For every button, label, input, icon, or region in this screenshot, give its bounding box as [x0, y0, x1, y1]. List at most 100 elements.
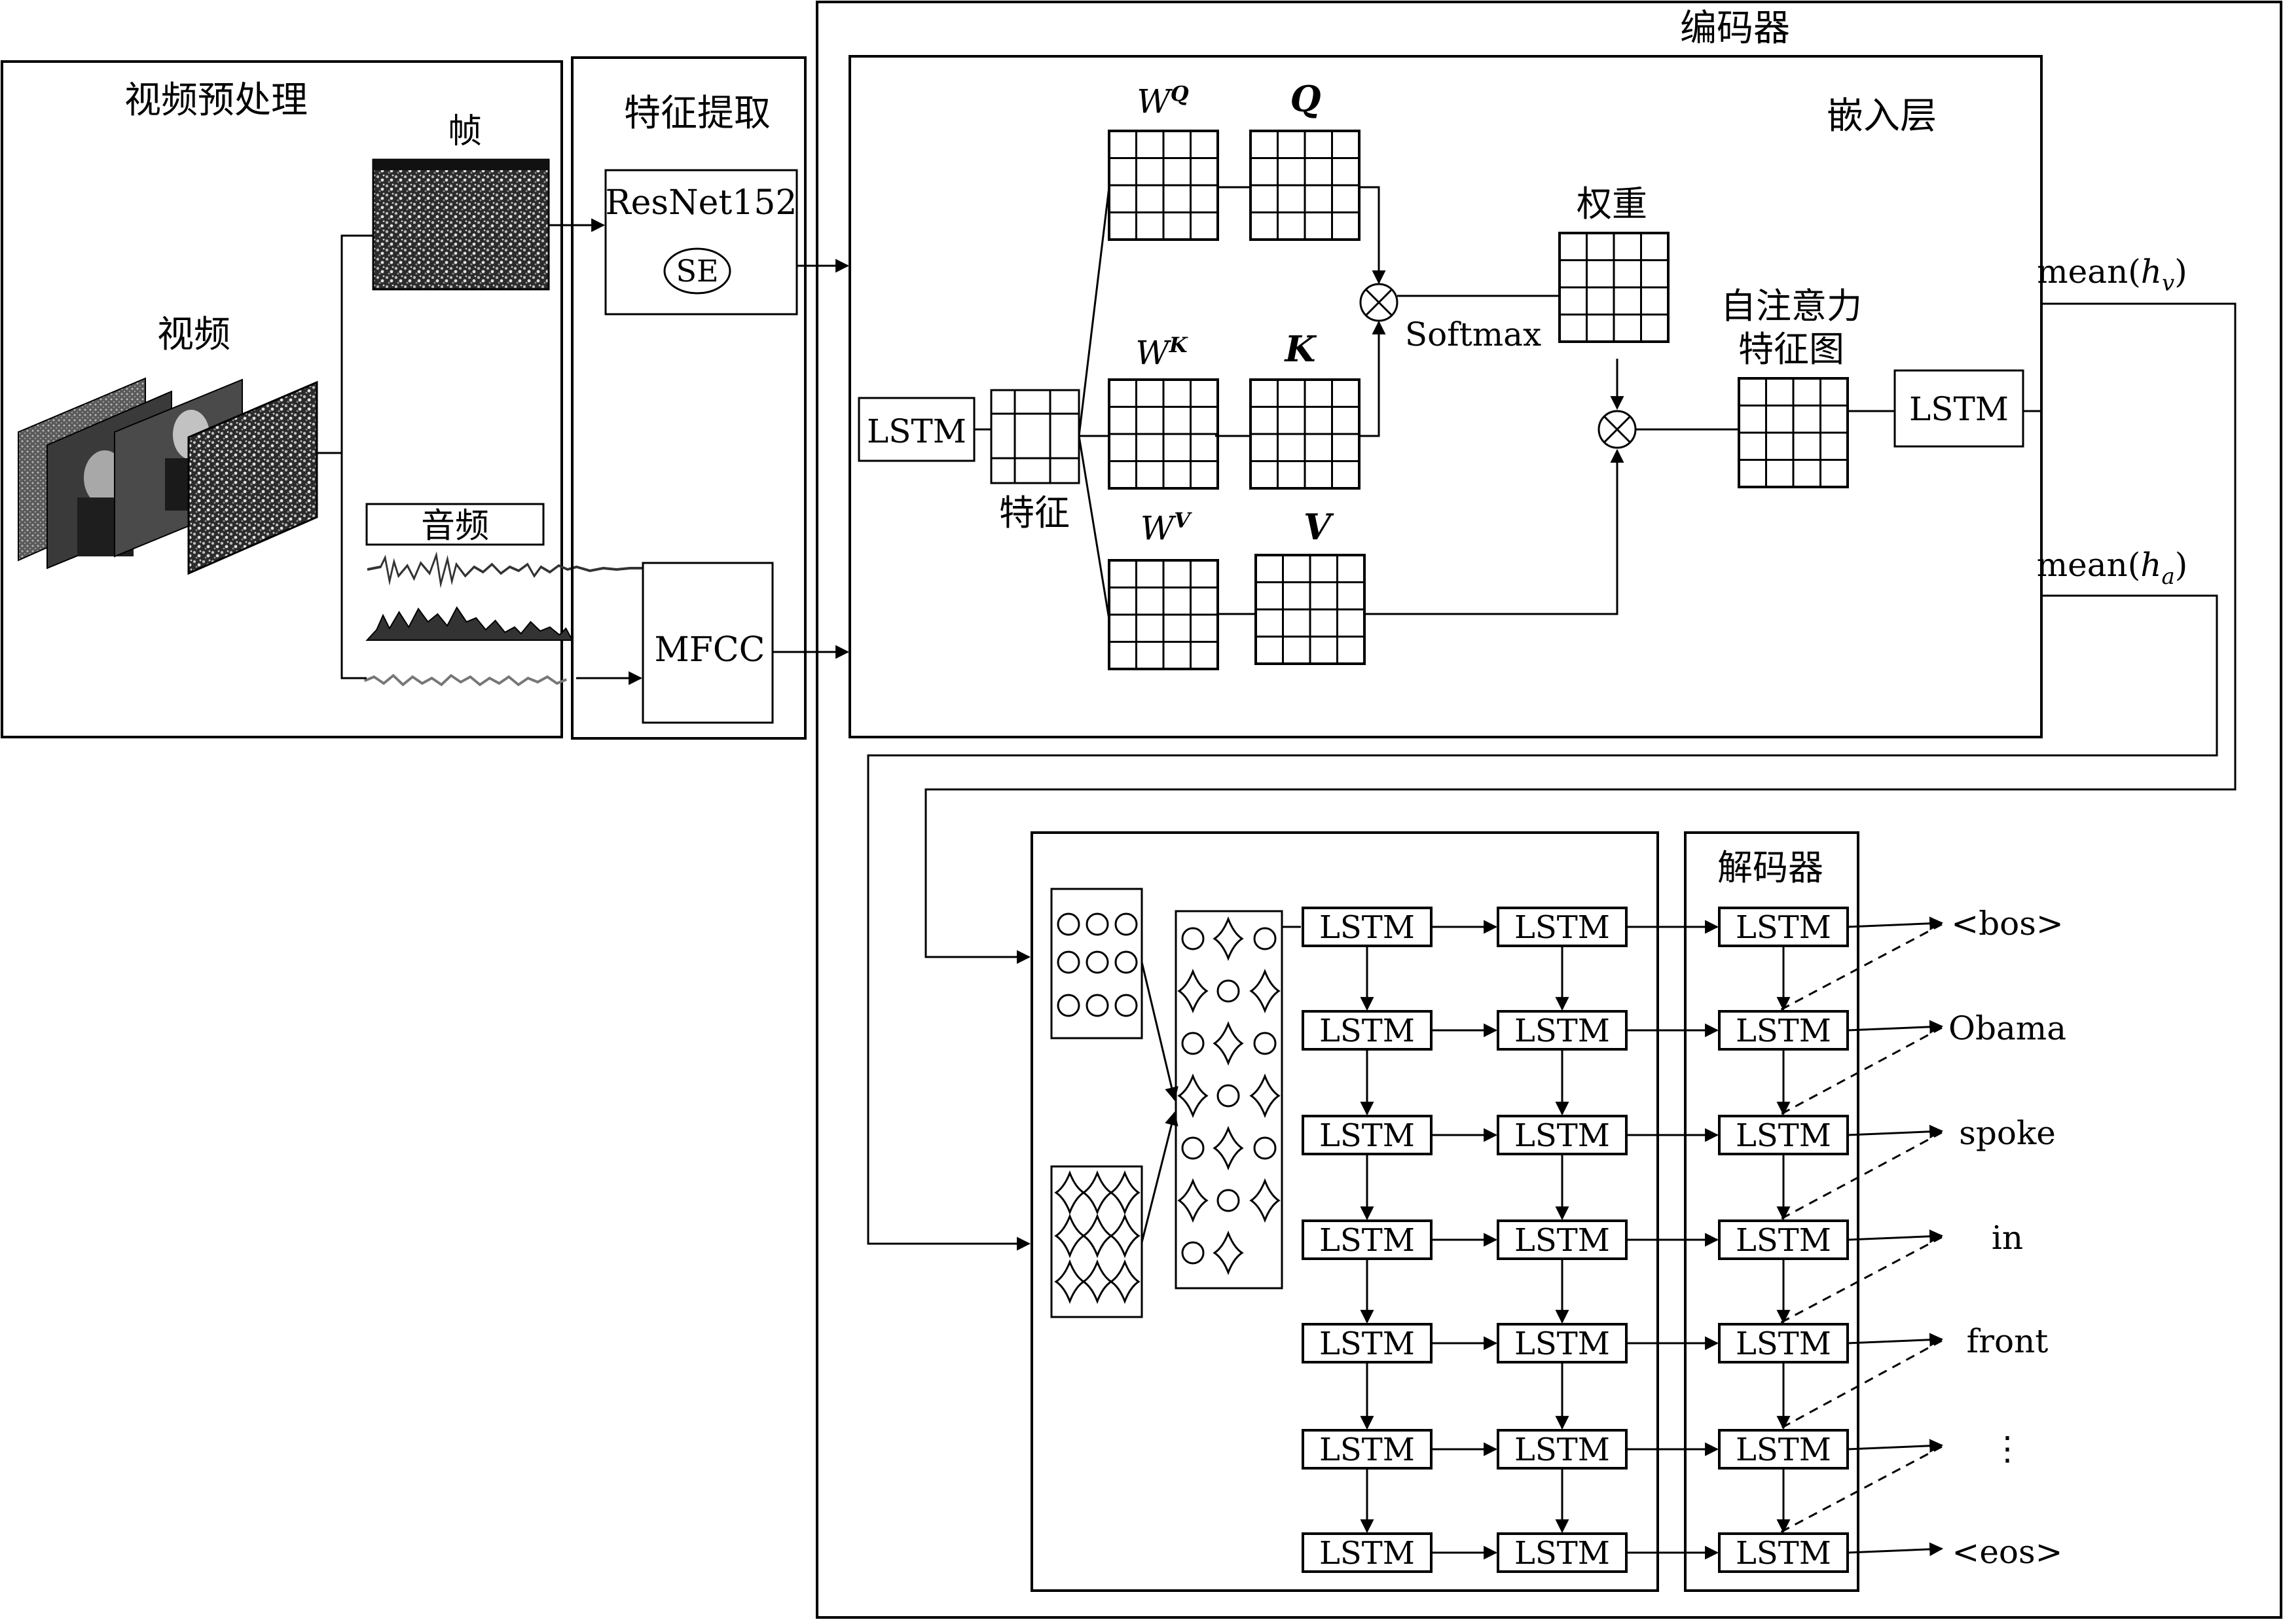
- star-shape: [1082, 1170, 1113, 1216]
- lstm-cell: LSTM: [1497, 1115, 1628, 1155]
- lstm-cell: LSTM: [1497, 1532, 1628, 1573]
- softmax-label: Softmax: [1405, 316, 1541, 353]
- star-shape: [1213, 1125, 1244, 1171]
- output-word: <eos>: [1952, 1533, 2062, 1571]
- feature-extraction-panel: 特征提取 ResNet152 SE MFCC: [549, 56, 807, 740]
- star-shape: [1082, 1259, 1113, 1305]
- embedding-layer-frame: [849, 55, 2043, 738]
- v-label: V: [1304, 506, 1334, 548]
- audio-feature-block: [1050, 1165, 1143, 1318]
- lstm-cell-label: LSTM: [1319, 1117, 1415, 1154]
- star-shape: [1109, 1259, 1141, 1305]
- circle-shape: [1086, 994, 1109, 1017]
- lstm-cell: LSTM: [1302, 907, 1433, 947]
- star-shape: [1177, 1178, 1209, 1223]
- feedback-dashed-line: [1749, 1026, 1943, 1132]
- attention-map-matrix: [1738, 377, 1849, 488]
- lstm-cell: LSTM: [1718, 1010, 1849, 1051]
- grids-layer: [1108, 130, 1849, 670]
- lstm-cell-label: LSTM: [1736, 1117, 1831, 1154]
- k-matrix: [1249, 378, 1361, 490]
- star-shape: [1082, 1213, 1113, 1259]
- output-word: <bos>: [1951, 905, 2064, 943]
- audio-to-fused-arrow: [1141, 1111, 1178, 1243]
- video-branch-line: [317, 234, 373, 679]
- lstm-cell-label: LSTM: [1736, 1013, 1831, 1049]
- decoder-out-arrow: [1847, 916, 1944, 931]
- lstm-cell-label: LSTM: [1514, 909, 1610, 946]
- output-word: spoke: [1959, 1114, 2056, 1152]
- circle-shape: [1253, 927, 1277, 950]
- resnet-label: ResNet152: [605, 183, 797, 223]
- audio-waveform: [367, 551, 653, 588]
- lstm-cell-label: LSTM: [1319, 1432, 1415, 1468]
- lstm-cell: LSTM: [1497, 907, 1628, 947]
- video-stack-image: [18, 377, 318, 575]
- lstm-cell-label: LSTM: [1514, 1117, 1610, 1154]
- q-matrix: [1249, 130, 1361, 241]
- v-matrix: [1254, 554, 1366, 665]
- k-to-multiply-arrow: [1359, 320, 1386, 437]
- qk-multiply-icon: [1359, 283, 1398, 322]
- weight-label: 权重: [1577, 183, 1647, 225]
- lstm-cell: LSTM: [1718, 1323, 1849, 1363]
- visual-to-fused-arrow: [1141, 962, 1178, 1102]
- lstm-cell-label: LSTM: [1514, 1432, 1610, 1468]
- mfcc-label: MFCC: [655, 630, 765, 670]
- star-shape: [1213, 1020, 1244, 1066]
- circle-shape: [1057, 912, 1080, 936]
- mean-hv-route: [924, 302, 2237, 964]
- k-label: K: [1284, 328, 1317, 370]
- weight-matrix: [1558, 232, 1670, 343]
- circle-shape: [1181, 1241, 1205, 1265]
- circle-shape: [1086, 950, 1109, 974]
- lstm-cell-label: LSTM: [1319, 1326, 1415, 1362]
- feature-shapes: [1054, 912, 1281, 1305]
- lstm-cell: LSTM: [1497, 1219, 1628, 1260]
- lstm-cell: LSTM: [1302, 1323, 1433, 1363]
- decoder-title: 解码器: [1717, 847, 1823, 888]
- lstm-cell: LSTM: [1497, 1429, 1628, 1470]
- feature-matrix: [990, 389, 1080, 484]
- circle-shape: [1114, 912, 1138, 936]
- feature-extraction-frame: [571, 56, 807, 740]
- output-word: in: [1992, 1219, 2023, 1257]
- circle-shape: [1057, 994, 1080, 1017]
- audio-label-box: [365, 503, 545, 546]
- lstm-cell-label: LSTM: [1319, 1535, 1415, 1572]
- encoder-outer-frame: [816, 1, 2282, 1619]
- mean-ha-route: [867, 594, 2218, 1251]
- audio-noise-line: [363, 674, 568, 687]
- star-shape: [1109, 1170, 1141, 1216]
- feedback-dashed-line: [1749, 923, 1943, 1028]
- audio-label: 音频: [421, 507, 489, 546]
- video-preprocess-panel: 视频预处理 帧 视频 音频: [1, 60, 653, 738]
- feature-label: 特征: [999, 492, 1070, 533]
- weight-multiply-icon: [1598, 410, 1637, 449]
- frame-image: [372, 158, 550, 291]
- lstm-cell-label: LSTM: [1514, 1326, 1610, 1362]
- feature-extraction-title: 特征提取: [624, 92, 771, 135]
- circle-shape: [1216, 1084, 1240, 1108]
- lstm-cell-label: LSTM: [1319, 1013, 1415, 1049]
- wv-matrix: [1108, 559, 1219, 670]
- attention-map-label-1: 自注意力: [1721, 285, 1862, 327]
- lstm-cell-label: LSTM: [1736, 1535, 1831, 1572]
- circle-shape: [1216, 1189, 1240, 1212]
- star-shape: [1054, 1259, 1086, 1305]
- lstm-cell-label: LSTM: [1736, 1222, 1831, 1259]
- lstm-cell: LSTM: [1302, 1115, 1433, 1155]
- star-shape: [1249, 968, 1281, 1014]
- fusion-frame: [1031, 831, 1659, 1592]
- feedback-dashed-line: [1749, 1445, 1943, 1550]
- decoder-out-arrow: [1847, 1125, 1944, 1139]
- lstm-grid: LSTM LSTM LSTM LSTM LSTM LSTM LSTM LSTM LSTM LSTM…: [1282, 907, 1944, 1573]
- mean-hv-label: mean(hv): [2037, 253, 2187, 297]
- circle-shape: [1181, 1032, 1205, 1055]
- lstm-cell: LSTM: [1302, 1429, 1433, 1470]
- decoder-out-arrow: [1847, 1229, 1944, 1244]
- lstm-cell: LSTM: [1718, 1532, 1849, 1573]
- lstm-cell-label: LSTM: [1736, 909, 1831, 946]
